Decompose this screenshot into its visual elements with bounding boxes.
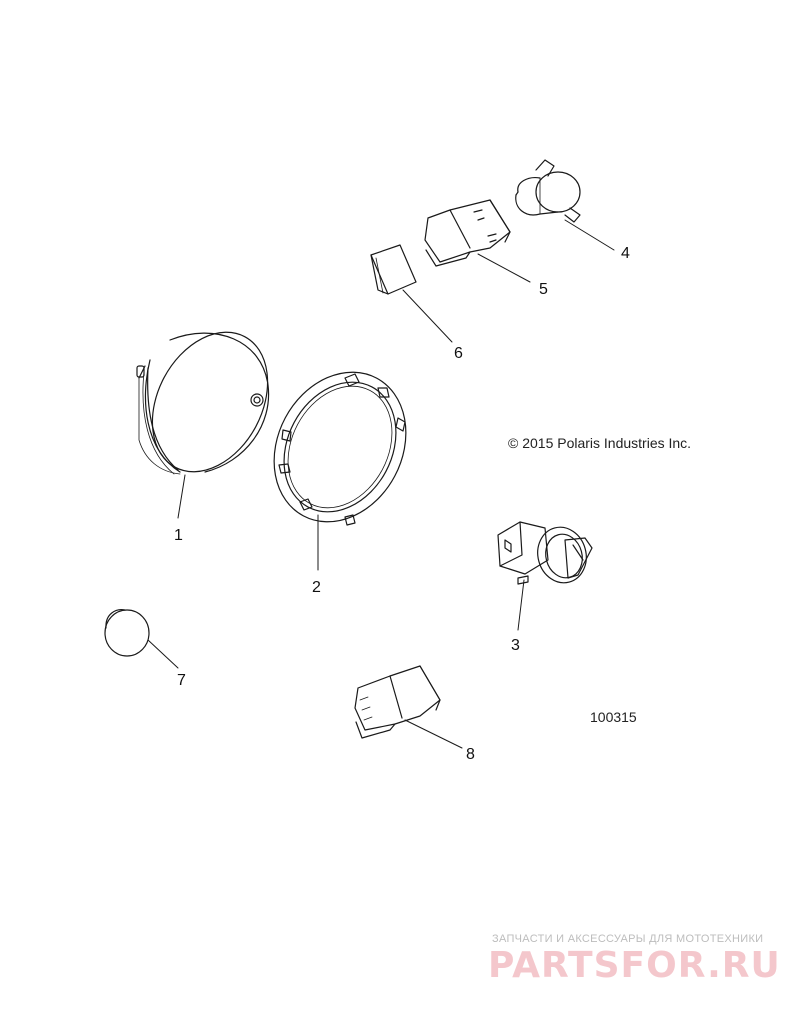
part-3-ignition-switch — [497, 521, 593, 585]
copyright-notice: © 2015 Polaris Industries Inc. — [508, 435, 692, 451]
part-1-housing — [136, 331, 270, 475]
diagram-number: 100315 — [590, 709, 637, 725]
leader-5 — [477, 253, 531, 283]
part-5-rocker-switch — [424, 199, 511, 267]
leader-4 — [564, 219, 615, 251]
callout-8: 8 — [466, 746, 475, 763]
leader-7 — [147, 639, 179, 669]
callout-6: 6 — [454, 345, 463, 362]
callout-1: 1 — [174, 527, 183, 544]
part-7-plug — [104, 609, 150, 657]
part-6-switch-cap — [370, 244, 417, 295]
callout-7: 7 — [177, 672, 186, 689]
watermark-logo: PARTSFOR.RU — [488, 945, 781, 986]
part-8-rocker-switch — [354, 665, 441, 739]
callout-5: 5 — [539, 281, 548, 298]
leader-3 — [517, 579, 525, 631]
watermark-tagline: ЗАПЧАСТИ И АКСЕССУАРЫ ДЛЯ МОТОТЕХНИКИ — [492, 933, 764, 945]
callout-3: 3 — [511, 637, 520, 654]
leader-lines — [147, 219, 615, 749]
part-4-power-outlet — [515, 159, 581, 223]
callout-2: 2 — [312, 579, 321, 596]
part-2-bezel-ring — [273, 371, 407, 526]
leader-1 — [177, 474, 186, 519]
leader-6 — [402, 289, 453, 343]
callout-4: 4 — [621, 245, 630, 262]
leader-8 — [404, 719, 463, 749]
